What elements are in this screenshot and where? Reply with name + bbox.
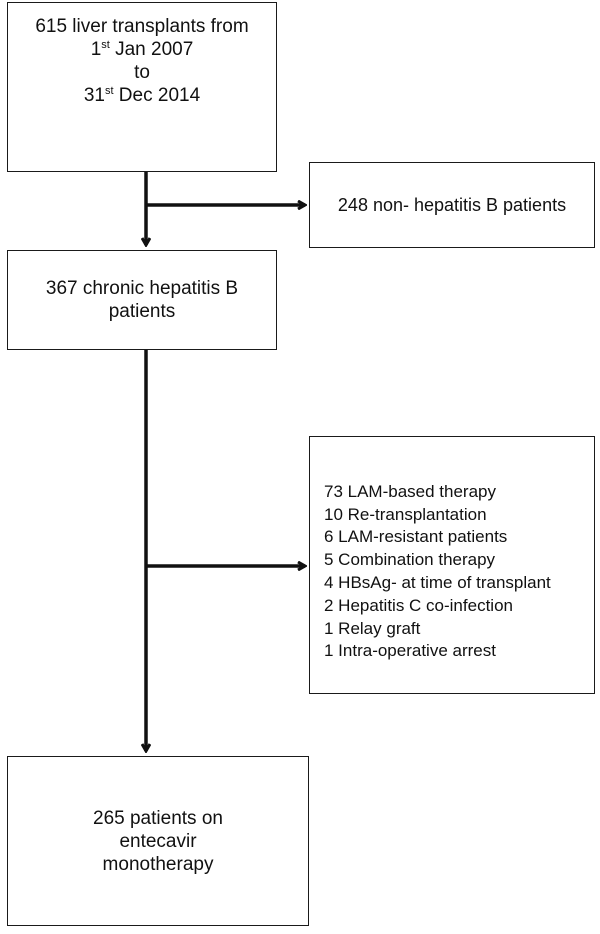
non-hbv-text: 248 non- hepatitis B patients [337, 194, 567, 215]
chb-line-2: patients [108, 301, 176, 322]
start-box: 615 liver transplants from 1st Jan 2007 … [7, 2, 277, 172]
exclusion-item: 1 Intra-operative arrest [324, 641, 496, 661]
exclusion-item: 6 LAM-resistant patients [324, 527, 508, 547]
chronic-hbv-box: 367 chronic hepatitis B patients [7, 250, 277, 350]
start-line-2: 1st Jan 2007 [90, 39, 194, 60]
exclusion-item: 5 Combination therapy [324, 550, 496, 570]
final-box: 265 patients on entecavir monotherapy [7, 756, 309, 926]
exclusion-item: 1 Relay graft [324, 618, 421, 638]
final-line-2: entecavir [119, 830, 197, 852]
exclusion-item: 4 HBsAg- at time of transplant [324, 573, 551, 592]
final-line-1: 265 patients on [93, 807, 223, 829]
exclusion-item: 2 Hepatitis C co-infection [324, 595, 513, 615]
start-line-4: 31st Dec 2014 [83, 85, 201, 106]
chb-line-1: 367 chronic hepatitis B [45, 278, 239, 299]
final-line-3: monotherapy [102, 853, 214, 875]
non-hbv-box: 248 non- hepatitis B patients [309, 162, 595, 248]
start-line-1: 615 liver transplants from [35, 16, 249, 37]
exclusion-item: 10 Re-transplantation [324, 504, 487, 524]
exclusions-box: 73 LAM-based therapy 10 Re-transplantati… [309, 436, 595, 694]
start-line-3: to [134, 62, 150, 83]
exclusion-item: 73 LAM-based therapy [324, 481, 496, 501]
